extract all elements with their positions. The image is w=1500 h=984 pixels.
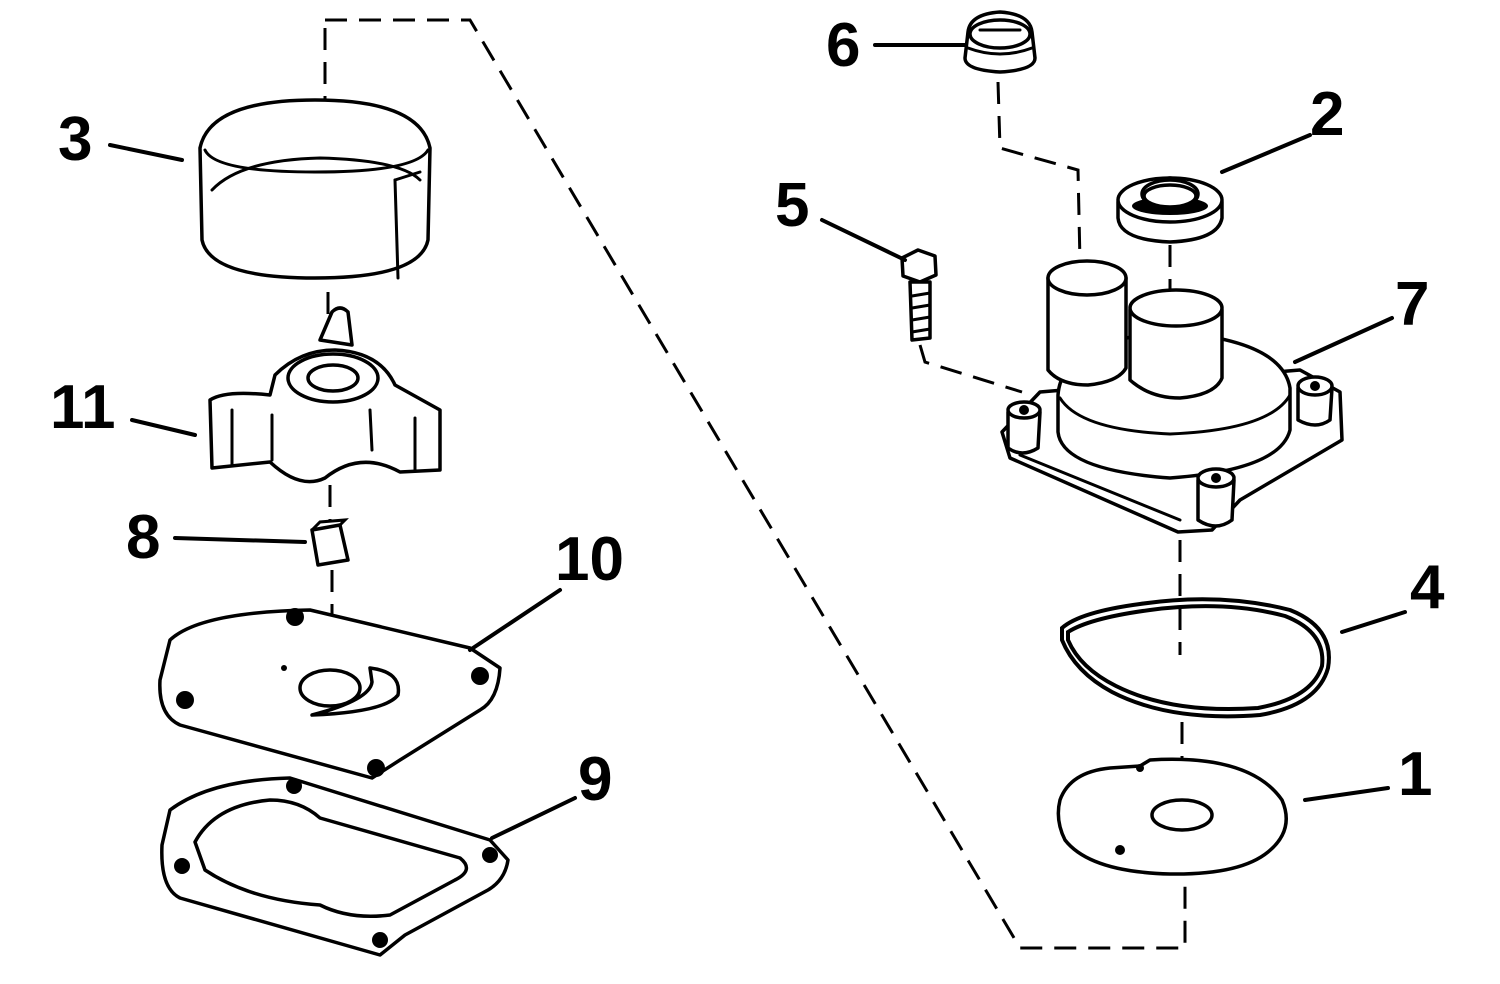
part-6-grommet	[963, 10, 1037, 74]
part-7-pump-housing	[1000, 259, 1344, 534]
part-1-plate	[1056, 757, 1288, 876]
assembly-dashed-boundary	[325, 18, 1187, 950]
part-8-impeller-key	[310, 518, 350, 567]
leader-9	[490, 796, 577, 840]
callout-6: 6	[826, 11, 860, 80]
callout-10: 10	[555, 525, 624, 594]
callout-7: 7	[1395, 270, 1429, 339]
callout-8: 8	[126, 503, 160, 572]
part-5-screw	[900, 248, 938, 342]
callout-2: 2	[1310, 80, 1344, 149]
part-2-seal	[1116, 176, 1224, 244]
callout-1: 1	[1398, 740, 1432, 809]
grommet-axis	[996, 81, 1082, 263]
callout-11: 11	[50, 373, 116, 442]
leader-2	[1220, 133, 1312, 174]
part-4-o-ring	[1060, 597, 1331, 719]
leader-1	[1303, 786, 1390, 802]
leader-11	[130, 418, 197, 437]
leader-4	[1340, 610, 1407, 634]
screw-axis	[918, 344, 1023, 394]
callout-4: 4	[1410, 553, 1445, 622]
callout-5: 5	[775, 171, 809, 240]
part-9-gasket	[160, 776, 510, 957]
part-3-impeller-liner	[198, 98, 432, 280]
leader-3	[108, 143, 184, 162]
callout-3: 3	[58, 105, 92, 174]
leader-5	[820, 218, 907, 262]
leader-7	[1293, 316, 1394, 364]
leader-10	[468, 588, 562, 652]
leader-8	[173, 536, 307, 544]
callout-9: 9	[578, 745, 612, 814]
part-10-wear-plate	[158, 608, 502, 780]
part-11-impeller	[208, 306, 442, 484]
